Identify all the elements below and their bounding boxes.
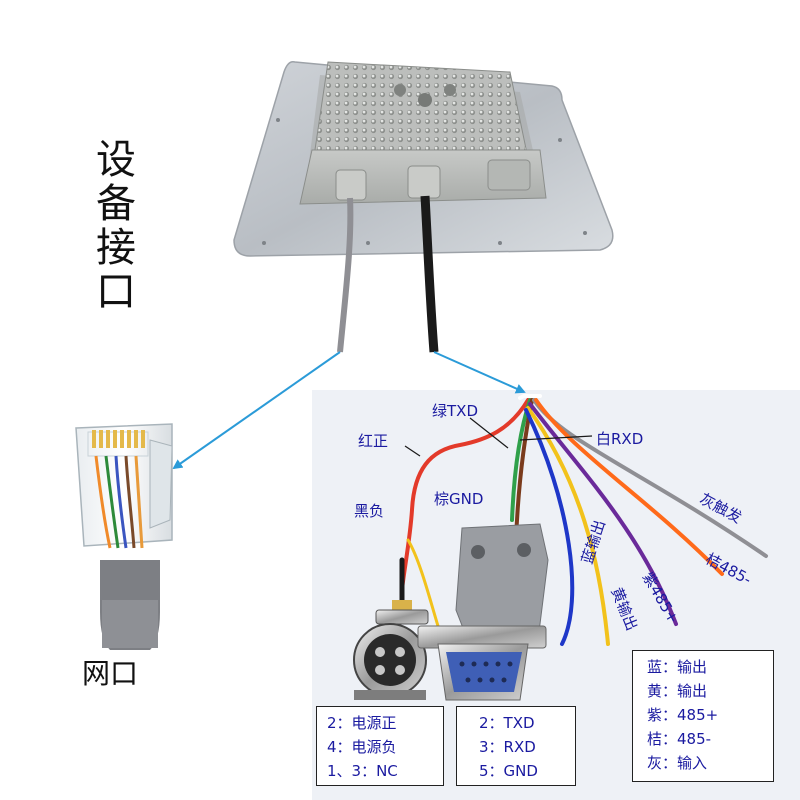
title-char-4: 口 (96, 269, 136, 315)
label-black-negative: 黑负 (354, 502, 385, 520)
orange-wire (534, 398, 724, 576)
legend-orange: 桔：485- (647, 730, 712, 748)
serial-pin-3: 3：RXD (479, 738, 536, 756)
legend-purple: 紫：485+ (647, 706, 719, 724)
purple-wire (528, 402, 678, 626)
serial-pin-2: 2：TXD (479, 714, 535, 732)
title-char-3: 接 (96, 225, 136, 271)
label-green-txd: 绿TXD (432, 402, 478, 420)
label-red-positive: 红正 (358, 432, 389, 450)
serial-pin-box: 2：TXD 3：RXD 5：GND (456, 706, 576, 786)
label-brown-gnd: 棕GND (434, 490, 484, 508)
arrow-to-network-port (172, 351, 341, 470)
title-char-1: 设 (96, 137, 136, 183)
red-wire (400, 398, 530, 592)
db9-serial-connector (417, 523, 549, 701)
wire-color-legend: 蓝：输出 黄：输出 紫：485+ 桔：485- 灰：输入 (632, 650, 774, 782)
legend-yellow: 黄：输出 (647, 682, 708, 700)
label-white-rxd: 白RXD (596, 430, 644, 448)
power-pin-2: 2：电源正 (327, 714, 397, 732)
network-port-label: 网口 (82, 657, 139, 690)
power-pin-4: 4：电源负 (327, 738, 397, 756)
serial-pin-5: 5：GND (479, 762, 538, 780)
legend-blue: 蓝：输出 (647, 658, 708, 676)
legend-gray: 灰：输入 (647, 754, 708, 772)
blue-wire (524, 408, 575, 646)
label-leaders (404, 417, 593, 457)
network-cable (337, 197, 354, 353)
rfid-reader-device (233, 60, 614, 257)
title-char-2: 备 (96, 181, 136, 227)
io-cable (420, 195, 439, 353)
power-pin-nc: 1、3：NC (327, 762, 398, 780)
power-pin-box: 2：电源正 4：电源负 1、3：NC (316, 706, 444, 786)
yellow-wire (526, 406, 610, 646)
arrow-to-wiring (433, 351, 526, 394)
white-wire (518, 394, 542, 400)
power-aviation-connector (353, 600, 429, 700)
rj45-plug (75, 423, 173, 650)
wire-bundle (399, 394, 768, 646)
